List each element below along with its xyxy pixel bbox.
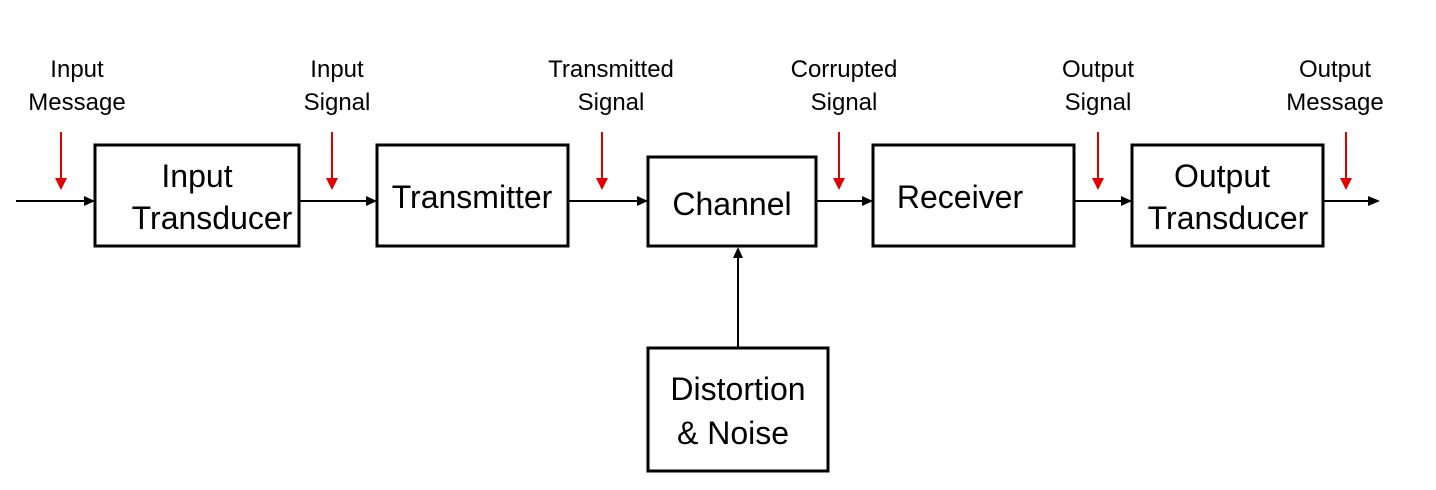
marker-arrow-input-message bbox=[55, 132, 67, 190]
signal-label-output-signal: Output Signal bbox=[1062, 56, 1134, 116]
signal-label-line: Signal bbox=[1065, 89, 1132, 116]
signal-label-line: Message bbox=[28, 89, 125, 116]
signal-label-corrupted-signal: Corrupted Signal bbox=[791, 56, 898, 116]
block-label-line: Input bbox=[161, 158, 232, 194]
block-label-line: Channel bbox=[672, 186, 791, 222]
marker-arrow-output-signal bbox=[1092, 132, 1104, 190]
flow-arrow-transmitter-to-channel bbox=[568, 196, 648, 206]
block-input-transducer: Input Transducer bbox=[93, 143, 301, 248]
signal-label-input-message: Input Message bbox=[28, 56, 125, 116]
signal-label-transmitted-signal: Transmitted Signal bbox=[548, 56, 674, 116]
flow-arrow-input bbox=[16, 196, 95, 206]
flow-arrow-transducer-to-transmitter bbox=[299, 196, 377, 206]
marker-arrow-input-signal bbox=[326, 132, 338, 190]
block-output-transducer: Output Transducer bbox=[1130, 143, 1325, 248]
signal-label-line: Output bbox=[1299, 56, 1371, 83]
signal-label-line: Corrupted bbox=[791, 56, 898, 83]
block-label-line: Transducer bbox=[132, 200, 293, 236]
block-label-line: & Noise bbox=[677, 415, 789, 451]
block-label-line: Output bbox=[1174, 158, 1270, 194]
block-label-line: Transducer bbox=[1148, 200, 1309, 236]
flow-arrow-output bbox=[1323, 196, 1380, 206]
signal-label-line: Input bbox=[50, 56, 104, 83]
block-label-line: Distortion bbox=[670, 371, 805, 407]
block-transmitter: Transmitter bbox=[375, 143, 570, 248]
signal-label-line: Signal bbox=[304, 89, 371, 116]
block-channel: Channel bbox=[646, 155, 818, 248]
marker-arrow-corrupted-signal bbox=[833, 132, 845, 190]
flow-arrow-noise-to-channel bbox=[733, 247, 743, 348]
signal-label-line: Input bbox=[310, 56, 364, 83]
signal-label-line: Transmitted bbox=[548, 56, 674, 83]
block-distortion-noise: Distortion & Noise bbox=[646, 346, 830, 473]
signal-label-output-message: Output Message bbox=[1286, 56, 1383, 116]
flow-arrow-channel-to-receiver bbox=[816, 196, 873, 206]
signal-label-line: Signal bbox=[578, 89, 645, 116]
marker-arrow-output-message bbox=[1340, 132, 1352, 190]
signal-label-line: Message bbox=[1286, 89, 1383, 116]
signal-label-input-signal: Input Signal bbox=[304, 56, 371, 116]
block-receiver: Receiver bbox=[871, 143, 1076, 248]
signal-label-line: Output bbox=[1062, 56, 1134, 83]
signal-label-line: Signal bbox=[811, 89, 878, 116]
marker-arrow-transmitted-signal bbox=[596, 132, 608, 190]
block-label-line: Transmitter bbox=[392, 179, 553, 215]
block-label-line: Receiver bbox=[897, 179, 1024, 215]
flow-arrow-receiver-to-transducer bbox=[1074, 196, 1132, 206]
